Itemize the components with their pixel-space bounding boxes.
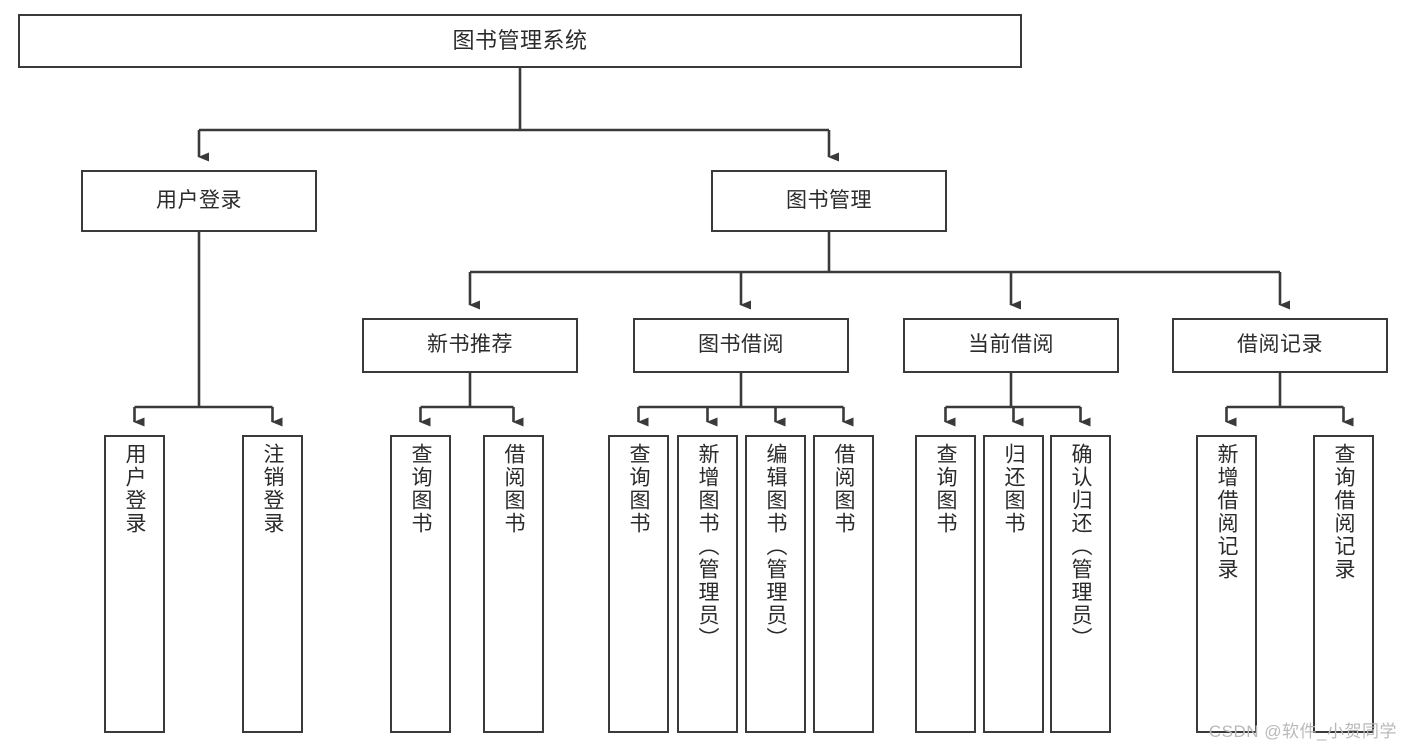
node-label-new-book-rec: 新书推荐 [427, 333, 513, 357]
node-leaf-confirm-return[interactable]: 确认归还（管理员） [1050, 435, 1111, 733]
node-leaf-borrow-book-1[interactable]: 借阅图书 [483, 435, 544, 733]
node-leaf-borrow-book-2[interactable]: 借阅图书 [813, 435, 874, 733]
node-label-book-manage: 图书管理 [786, 188, 872, 212]
node-leaf-user-login[interactable]: 用户登录 [104, 435, 165, 733]
node-leaf-query-book-3[interactable]: 查询图书 [915, 435, 976, 733]
node-label-user-login: 用户登录 [156, 188, 242, 212]
node-leaf-add-book[interactable]: 新增图书（管理员） [677, 435, 738, 733]
node-label-leaf-edit-book: 编辑图书（管理员） [764, 443, 787, 650]
node-label-leaf-query-book-2: 查询图书 [627, 443, 650, 535]
node-borrow-record[interactable]: 借阅记录 [1172, 318, 1388, 373]
node-leaf-query-book-1[interactable]: 查询图书 [390, 435, 451, 733]
node-user-login[interactable]: 用户登录 [81, 170, 317, 232]
node-label-leaf-query-book-3: 查询图书 [934, 443, 957, 535]
node-leaf-user-logout[interactable]: 注销登录 [242, 435, 303, 733]
node-label-leaf-query-record: 查询借阅记录 [1332, 443, 1355, 581]
node-leaf-add-record[interactable]: 新增借阅记录 [1196, 435, 1257, 733]
node-leaf-edit-book[interactable]: 编辑图书（管理员） [745, 435, 806, 733]
node-book-borrow[interactable]: 图书借阅 [633, 318, 849, 373]
node-leaf-return-book[interactable]: 归还图书 [983, 435, 1044, 733]
node-label-book-borrow: 图书借阅 [698, 333, 784, 357]
node-new-book-rec[interactable]: 新书推荐 [362, 318, 578, 373]
node-leaf-query-book-2[interactable]: 查询图书 [608, 435, 669, 733]
node-label-leaf-return-book: 归还图书 [1002, 443, 1025, 535]
node-label-leaf-borrow-book-1: 借阅图书 [502, 443, 525, 535]
node-label-leaf-add-record: 新增借阅记录 [1215, 443, 1238, 581]
node-label-current-borrow: 当前借阅 [968, 333, 1054, 357]
node-book-manage[interactable]: 图书管理 [711, 170, 947, 232]
node-label-leaf-confirm-return: 确认归还（管理员） [1069, 443, 1092, 650]
node-leaf-query-record[interactable]: 查询借阅记录 [1313, 435, 1374, 733]
node-label-borrow-record: 借阅记录 [1237, 333, 1323, 357]
node-label-leaf-add-book: 新增图书（管理员） [696, 443, 719, 650]
node-root[interactable]: 图书管理系统 [18, 14, 1022, 68]
node-current-borrow[interactable]: 当前借阅 [903, 318, 1119, 373]
node-label-leaf-user-logout: 注销登录 [261, 443, 284, 535]
node-label-leaf-user-login: 用户登录 [123, 443, 146, 535]
node-label-leaf-borrow-book-2: 借阅图书 [832, 443, 855, 535]
node-label-root: 图书管理系统 [452, 28, 588, 54]
node-label-leaf-query-book-1: 查询图书 [409, 443, 432, 535]
